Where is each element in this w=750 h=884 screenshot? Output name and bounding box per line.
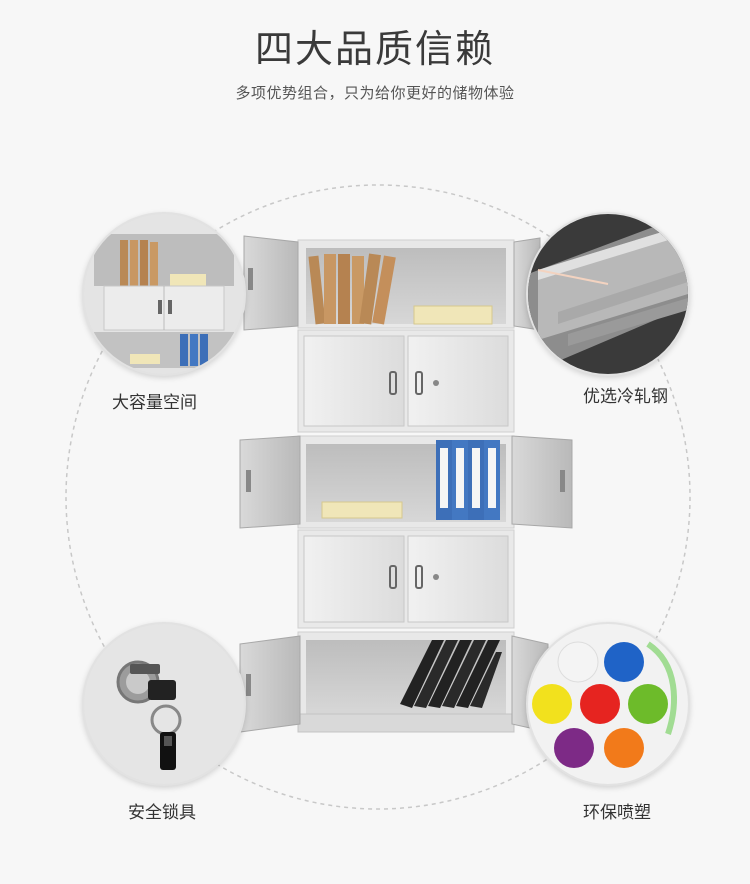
blue-binders xyxy=(436,440,500,520)
feature-label-paint: 环保喷塑 xyxy=(583,803,651,823)
feature-label-capacity: 大容量空间 xyxy=(112,393,197,413)
lock-feature-image xyxy=(82,622,246,786)
page-title: 四大品质信赖 xyxy=(254,27,495,71)
steel-feature-image xyxy=(526,212,690,376)
black-binders xyxy=(400,640,502,708)
dashed-ring xyxy=(65,184,691,810)
capacity-feature-image xyxy=(82,212,246,376)
cabinet-body xyxy=(239,235,573,733)
paint-feature-image xyxy=(526,622,690,786)
page-subtitle: 多项优势组合，只为给你更好的储物体验 xyxy=(235,84,515,102)
feature-label-steel: 优选冷轧钢 xyxy=(583,387,668,407)
books xyxy=(308,253,396,325)
feature-label-lock: 安全锁具 xyxy=(128,803,196,823)
